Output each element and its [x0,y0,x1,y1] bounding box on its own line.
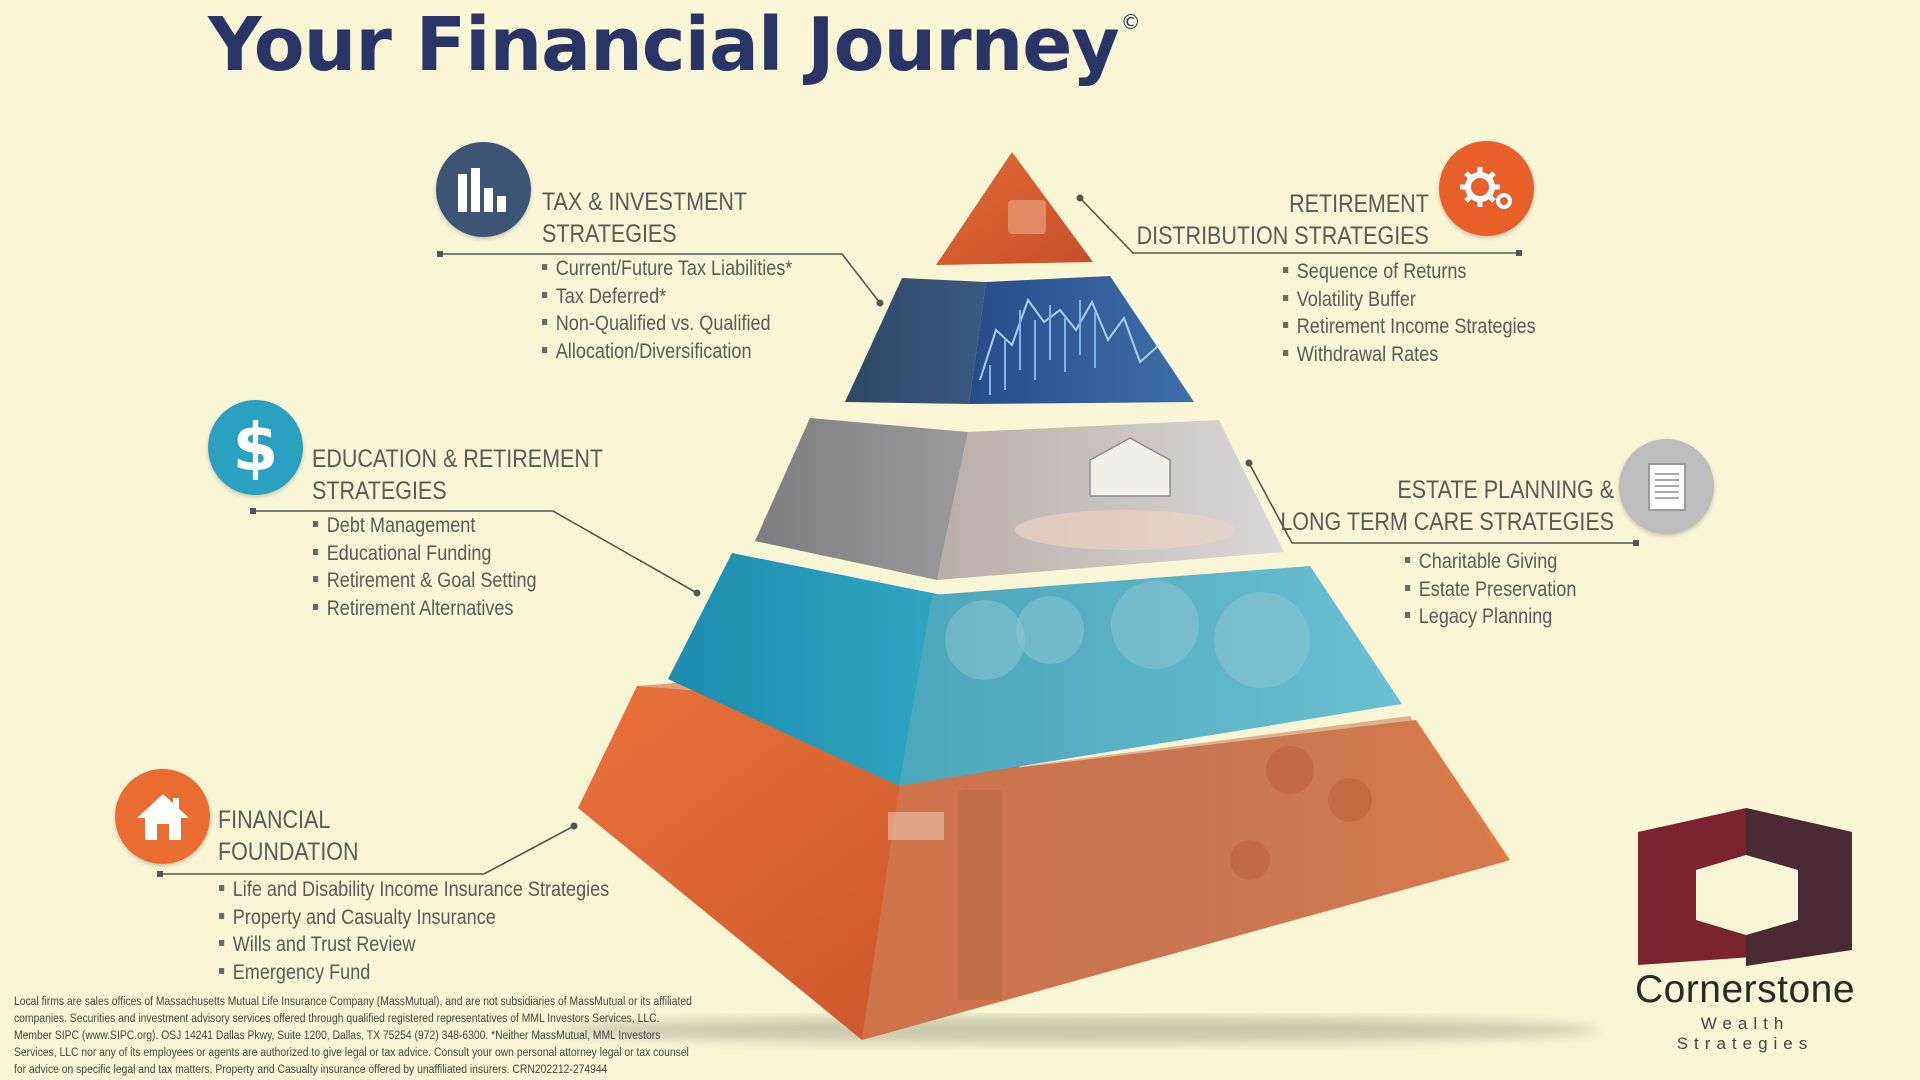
tier-estate-face [937,420,1284,580]
list-item: Sequence of Returns [1283,258,1536,286]
list-item: Allocation/Diversification [542,338,792,366]
leader-line-tax [440,253,881,304]
foundation-door [958,790,1002,1000]
foundation-person-head [1266,746,1314,794]
leader-dot-retirement [1076,194,1084,202]
section-title-estate: ESTATE PLANNING &LONG TERM CARE STRATEGI… [1280,476,1614,536]
list-item: Tax Deferred* [542,283,792,311]
foundation-person-head [1328,778,1372,822]
foundation-person-head [1230,840,1270,880]
list-item: Current/Future Tax Liabilities* [542,255,793,283]
tier-tax-left [845,278,986,404]
list-item: Educational Funding [313,540,537,568]
bar-chart-icon [436,142,531,237]
list-item: Charitable Giving [1405,548,1576,576]
list-tax: Current/Future Tax Liabilities* Tax Defe… [542,255,793,366]
document-icon [1619,439,1714,534]
list-item: Debt Management [313,512,537,540]
list-item: Retirement Income Strategies [1283,313,1536,341]
leader-lines [160,197,1636,875]
list-item: Withdrawal Rates [1283,341,1536,369]
leader-line-foundation [160,825,575,875]
estate-hands [1015,510,1235,550]
foundation-window [888,812,944,840]
pyramid-shadow [560,1016,1600,1044]
education-person-head [1214,592,1310,688]
leader-dots [157,194,1639,877]
list-item: Wills and Trust Review [219,931,609,959]
list-item: Retirement Alternatives [313,595,537,623]
list-item: Estate Preservation [1405,576,1577,604]
education-person-head [1016,596,1084,664]
leader-end-retirement [1516,250,1522,256]
list-estate: Charitable Giving Estate Preservation Le… [1405,548,1577,631]
leader-dot-foundation [570,822,578,830]
dollar-icon: $ [208,400,303,495]
list-item: Non-Qualified vs. Qualified [542,310,792,338]
leader-end-foundation [157,871,163,877]
page-title: Your Financial Journey© [208,2,1141,88]
list-education: Debt Management Educational Funding Reti… [313,512,537,622]
list-item: Emergency Fund [219,959,609,987]
tier-education-left [668,553,947,786]
leader-dot-tax [876,299,884,307]
estate-house-icon [1089,437,1171,497]
leader-end-estate [1633,540,1639,546]
list-item: Legacy Planning [1405,603,1576,631]
list-item: Property and Casualty Insurance [219,904,609,932]
tier-tax-face [969,276,1194,404]
brand-tagline: Wealth Strategies [1676,1014,1814,1053]
leader-dot-estate [1245,459,1253,467]
cornerstone-logo-mark [1638,808,1852,966]
list-item: Retirement & Goal Setting [313,567,537,595]
tax-stock-line [979,297,1159,381]
list-item: Volatility Buffer [1283,286,1536,314]
legal-disclaimer: Local firms are sales offices of Massach… [14,996,692,1076]
list-retirement-distribution: Sequence of Returns Volatility Buffer Re… [1283,258,1536,368]
education-person-head [945,600,1025,680]
education-person-head [1111,581,1199,669]
retirement-jar [1008,200,1046,234]
tax-candles [989,300,1096,395]
leader-end-education [250,508,256,514]
list-foundation: Life and Disability Income Insurance Str… [219,876,609,986]
house-icon [115,769,210,864]
brand-name: Cornerstone [1634,968,1856,1011]
leader-line-education [253,510,698,594]
leader-line-estate [1248,462,1636,544]
leader-dot-education [693,589,701,597]
tier-foundation-face [862,716,1505,1040]
leader-end-tax [437,251,443,257]
copyright-mark: © [1120,10,1141,34]
gears-icon [1439,141,1534,236]
tier-estate-left [755,418,968,580]
leader-line-retirement [1079,197,1519,254]
list-item: Life and Disability Income Insurance Str… [219,876,609,904]
